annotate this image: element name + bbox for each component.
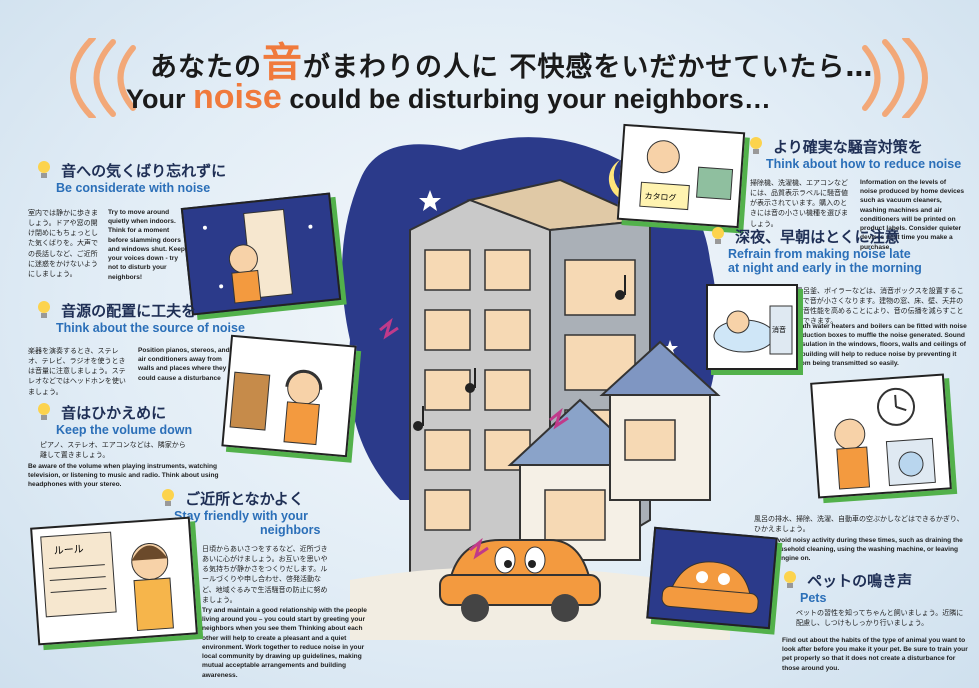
night-body-en: Bath water heaters and boilers can be fi… (796, 323, 967, 367)
source-body-en: Position pianos, stereos, and air condit… (138, 347, 230, 382)
considerate-illustration-panel (180, 192, 342, 316)
section-reduce-heading: より確実な騒音対策を Think about how to reduce noi… (748, 136, 961, 171)
considerate-body-jp: 室内では静かに歩きましょう。ドアや窓の開け閉めにもちょっとした気くばりを。大声で… (28, 209, 98, 278)
sound-waves-left (70, 38, 136, 118)
lightbulb-icon (38, 161, 50, 178)
lightbulb-icon (712, 227, 724, 244)
svg-text:カタログ: カタログ (644, 191, 677, 203)
friendly-body-en: Try and maintain a good relationship wit… (202, 607, 367, 679)
car-pet-icon (661, 561, 759, 614)
pets-illustration-panel (646, 526, 778, 630)
lightbulb-icon (38, 301, 50, 318)
section-night-heading: 深夜、早朝はとくに注意 Refrain from making noise la… (710, 226, 922, 275)
volume-body-jp: ピアノ、ステレオ、エアコンなどは、隣家から離して置きましょう。 (40, 441, 186, 460)
lightbulb-icon (162, 489, 174, 506)
door-slam-icon (202, 208, 313, 304)
section-pets-heading: ペットの鳴き声 Pets (782, 570, 912, 605)
lightbulb-icon (750, 137, 762, 154)
reduce-body-en: Information on the levels of noise produ… (860, 179, 965, 251)
shopping-catalog-icon: カタログ (639, 140, 734, 211)
friendly-illustration-panel: ルール (30, 516, 198, 646)
section-friendly-heading: ご近所となかよく Stay friendly with your neighbo… (160, 488, 320, 537)
pets-body-en: Find out about the habits of the type of… (782, 637, 968, 672)
activity-body-en: Try to avoid noisy activity during these… (754, 537, 963, 563)
considerate-body-en: Try to move around quietly when indoors.… (108, 209, 185, 281)
activity-illustration-panel (810, 373, 952, 499)
stereo-listener-icon (229, 369, 323, 446)
lightbulb-icon (784, 571, 796, 588)
friendly-body-jp: 日頃からあいさつをするなど、近所づきあいに心がけましょう。お互いを思いやる気持ち… (202, 545, 328, 604)
source-body-jp: 楽器を演奏するとき、ステレオ、テレビ、ラジオを使うときは音量に注意しましょう。ス… (28, 347, 126, 396)
title-english: Your noise could be disturbing your neig… (126, 78, 771, 116)
pets-body-jp: ペットの習性を知ってちゃんと飼いましょう。近隣に配慮し、しつけもしっかり行いまし… (796, 609, 964, 628)
lightbulb-icon (38, 403, 50, 420)
night-body-jp: 風呂釜、ボイラーなどは、消音ボックスを設置することで音が小さくなります。建物の窓… (796, 287, 964, 326)
svg-text:ルール: ルール (53, 544, 84, 557)
source-illustration-panel (221, 334, 357, 458)
section-volume-heading: 音はひかえめに Keep the volume down (36, 402, 192, 437)
reduce-illustration-panel: カタログ (616, 123, 746, 229)
title-japanese: あなたの音がまわりの人に 不快感をいだかせていたら… (150, 40, 874, 86)
section-source-heading: 音源の配置に工夫を Think about the source of nois… (36, 300, 245, 335)
night-illustration-panel: 消音 (706, 284, 798, 370)
activity-body-jp: 風呂の排水、掃除、洗濯、自動車の空ぶかしなどはできるかぎり、ひかえましょう。 (754, 515, 964, 534)
clock-washing-icon (834, 387, 936, 490)
svg-text:消音: 消音 (772, 325, 786, 334)
section-considerate-heading: 音への気くばり忘れずに Be considerate with noise (36, 160, 226, 195)
rules-board-icon: ルール (40, 531, 174, 632)
bath-heater-icon: 消音 (713, 305, 793, 355)
sound-waves-right (862, 38, 928, 118)
reduce-body-jp: 掃除機、洗濯機、エアコンなどには、品質表示ラベルに騒音値が表示されています。購入… (750, 179, 848, 228)
volume-body-en: Be aware of the volume when playing inst… (28, 463, 219, 489)
